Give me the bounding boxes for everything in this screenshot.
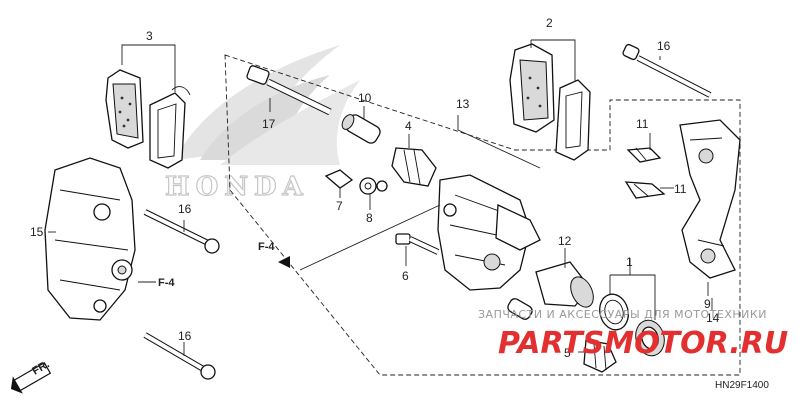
watermark-logo: PARTSMOTOR.RU <box>498 326 788 361</box>
callout-2: 2 <box>546 16 553 30</box>
bolt-16-bottom <box>143 332 216 380</box>
callout-5: 5 <box>564 346 571 360</box>
callout-11-lower: 11 <box>674 182 687 196</box>
pad-spring-upper-11 <box>626 147 662 163</box>
callout-16-bottom: 16 <box>178 329 192 343</box>
front-arrow-icon <box>10 361 52 394</box>
piston-12 <box>535 261 594 308</box>
honda-wordmark: HONDA <box>165 172 309 202</box>
callout-8: 8 <box>366 211 373 225</box>
caliper-bracket-9 <box>679 119 741 279</box>
callout-3: 3 <box>146 29 153 43</box>
ref-f4-left: F-4 <box>158 277 175 289</box>
caliper-body-left <box>44 157 136 321</box>
callout-4: 4 <box>405 119 412 133</box>
pin-sleeve <box>507 298 533 320</box>
callout-10: 10 <box>358 91 372 105</box>
callout-11-upper: 11 <box>636 117 649 131</box>
boot-4 <box>391 147 437 187</box>
callout-15: 15 <box>30 225 44 239</box>
pin-bolt-17 <box>246 65 332 116</box>
diagram-code: HN29F1400 <box>715 380 769 391</box>
callout-9: 9 <box>704 297 711 311</box>
boot-5 <box>583 339 617 373</box>
bolt-16-middle <box>143 209 220 254</box>
ref-f4-mid: F-4 <box>258 241 275 253</box>
callout-7: 7 <box>336 199 343 213</box>
callout-6: 6 <box>402 269 409 283</box>
callout-16-top: 16 <box>657 39 671 53</box>
pin-boot-10 <box>341 114 381 144</box>
callout-17: 17 <box>262 117 276 131</box>
watermark-tagline: ЗАПЧАСТИ И АКСЕССУАРЫ ДЛЯ МОТОТЕХНИКИ <box>478 308 767 321</box>
piston-seal-kit-1 <box>599 293 665 357</box>
f4-mid-arrow <box>278 256 290 268</box>
bleeder-cap-8 <box>359 177 388 195</box>
honda-wing-logo: HONDA <box>164 45 360 203</box>
callout-1: 1 <box>626 255 633 269</box>
brake-pad-set-right <box>509 43 591 161</box>
bolt-16-top <box>622 43 712 98</box>
callout-12: 12 <box>558 234 572 248</box>
pad-spring-lower-11 <box>624 181 666 199</box>
brake-pad-set-left <box>105 69 191 169</box>
caliper-body-center <box>437 174 541 291</box>
callout-13: 13 <box>456 97 470 111</box>
leader-lines <box>48 39 713 356</box>
bleeder-screw-7 <box>324 169 354 189</box>
callout-14: 14 <box>706 311 720 325</box>
callout-16-middle: 16 <box>178 202 192 216</box>
caliper-kit-boundary <box>224 54 741 376</box>
bolt-6 <box>395 233 440 255</box>
